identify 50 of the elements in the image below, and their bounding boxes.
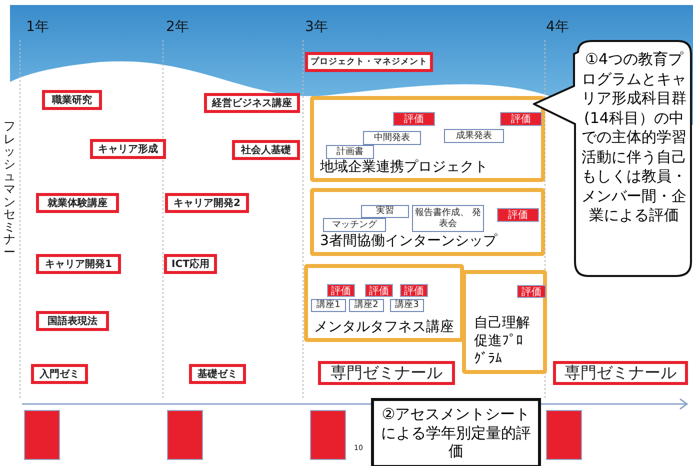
course-box: 基礎ゼミ — [189, 364, 246, 384]
step-box: 計画書 — [326, 145, 374, 159]
evaluation-tag: 評価 — [517, 285, 546, 298]
program-title: 3者間協働インターンシップ — [320, 234, 497, 249]
evaluation-tag: 評価 — [500, 112, 542, 126]
evaluation-tag: 評価 — [365, 284, 393, 297]
vertical-label: フレッシュマンセミナー — [3, 120, 16, 259]
course-box: ICT応用 — [164, 254, 217, 274]
step-box: 講座1 — [311, 299, 346, 312]
year-label: 3年 — [305, 18, 328, 36]
program-title: メンタルタフネス講座 — [314, 320, 454, 335]
step-box: 中間発表 — [363, 131, 421, 145]
evaluation-tag: 評価 — [497, 208, 539, 222]
course-box: 経営ビジネス講座 — [204, 93, 300, 113]
course-box: 入門ゼミ — [31, 364, 88, 384]
evaluation-tag: 評価 — [393, 112, 435, 126]
speech-bubble — [533, 40, 692, 278]
program-title: 地域企業連携プロジェクト — [320, 160, 488, 175]
step-box: 講座2 — [349, 299, 384, 312]
course-box: キャリア形成 — [90, 139, 166, 159]
step-box: 実習 — [361, 205, 409, 218]
evaluation-tag: 評価 — [400, 284, 428, 297]
course-box: キャリア開発2 — [165, 193, 249, 213]
year-label: 1年 — [26, 18, 49, 36]
course-box: プロジェクト・マネジメント — [305, 52, 433, 72]
step-box: 報告書作成、 発表会 — [412, 205, 484, 232]
course-box: 社会人基礎 — [232, 140, 300, 160]
seminar-box: 専門ゼミナール — [318, 361, 455, 385]
course-box: 国語表現法 — [36, 311, 109, 331]
seminar-box: 専門ゼミナール — [553, 361, 688, 385]
evaluation-tag: 評価 — [327, 284, 355, 297]
course-box: 就業体験講座 — [36, 193, 119, 213]
bubble-text: ①4つの教育プログラムとキャリア形成科目群(14科目）の中での主体的学習活動に伴う自己もしくは教員・メンバー間・企業による評価 — [580, 50, 688, 226]
note-box: ②アセスメントシートによる学年別定量的評価 — [371, 398, 541, 466]
course-box: キャリア開発1 — [36, 254, 121, 274]
year-label: 2年 — [166, 18, 189, 36]
program-frame — [310, 188, 545, 256]
step-box: 講座3 — [390, 299, 424, 312]
step-box: マッチング — [323, 218, 386, 232]
program-frame — [304, 264, 464, 342]
test-box — [24, 410, 60, 460]
year-label: 4年 — [546, 18, 569, 36]
program-frame — [310, 96, 545, 182]
program-frame — [462, 270, 547, 374]
step-box: 成果発表 — [444, 129, 504, 143]
test-box — [167, 410, 203, 460]
program-title: 自己理解促進ﾌﾟﾛｸﾞﾗﾑ — [474, 314, 531, 369]
test-box — [546, 410, 582, 460]
course-box: 職業研究 — [42, 90, 102, 110]
test-box — [310, 410, 346, 460]
